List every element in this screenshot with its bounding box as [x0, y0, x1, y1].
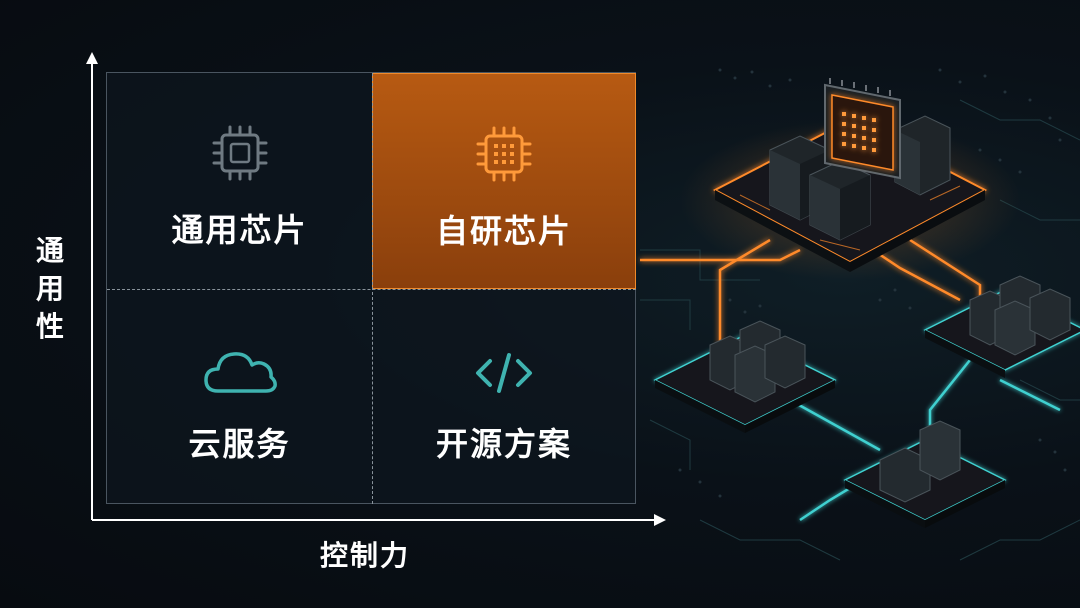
server-node-bottom: [843, 420, 1007, 528]
y-axis-label: 通用性: [30, 232, 70, 346]
quadrant-cloud-service: 云服务: [107, 289, 372, 504]
y-axis-label-text: 通用性: [36, 234, 65, 343]
server-node-right: [923, 275, 1080, 378]
circuit-traces: [640, 99, 1080, 561]
code-icon: [476, 353, 532, 393]
chip-icon: [212, 125, 267, 181]
quadrant-label: 云服务: [188, 425, 291, 463]
quadrant-open-source: 开源方案: [372, 289, 636, 504]
world-map-dots: [678, 68, 1067, 498]
vertical-divider: [372, 73, 373, 504]
quadrant-label: 开源方案: [435, 425, 572, 463]
quadrant-matrix: 通用芯片 自研芯片 云服务: [106, 72, 636, 504]
quadrant-custom-chip: 自研芯片: [372, 73, 636, 289]
cloud-icon: [203, 352, 277, 393]
y-axis-arrow: [86, 52, 98, 64]
x-axis-arrow: [654, 514, 666, 526]
quadrant-label: 通用芯片: [171, 211, 308, 249]
x-axis-label: 控制力: [319, 539, 410, 572]
main-chip-board: [712, 78, 988, 272]
horizontal-divider: [107, 289, 636, 290]
chip-icon: [476, 126, 532, 182]
server-node-left: [653, 320, 837, 433]
quadrant-label: 自研芯片: [435, 212, 572, 250]
quadrant-general-chip: 通用芯片: [107, 73, 372, 289]
